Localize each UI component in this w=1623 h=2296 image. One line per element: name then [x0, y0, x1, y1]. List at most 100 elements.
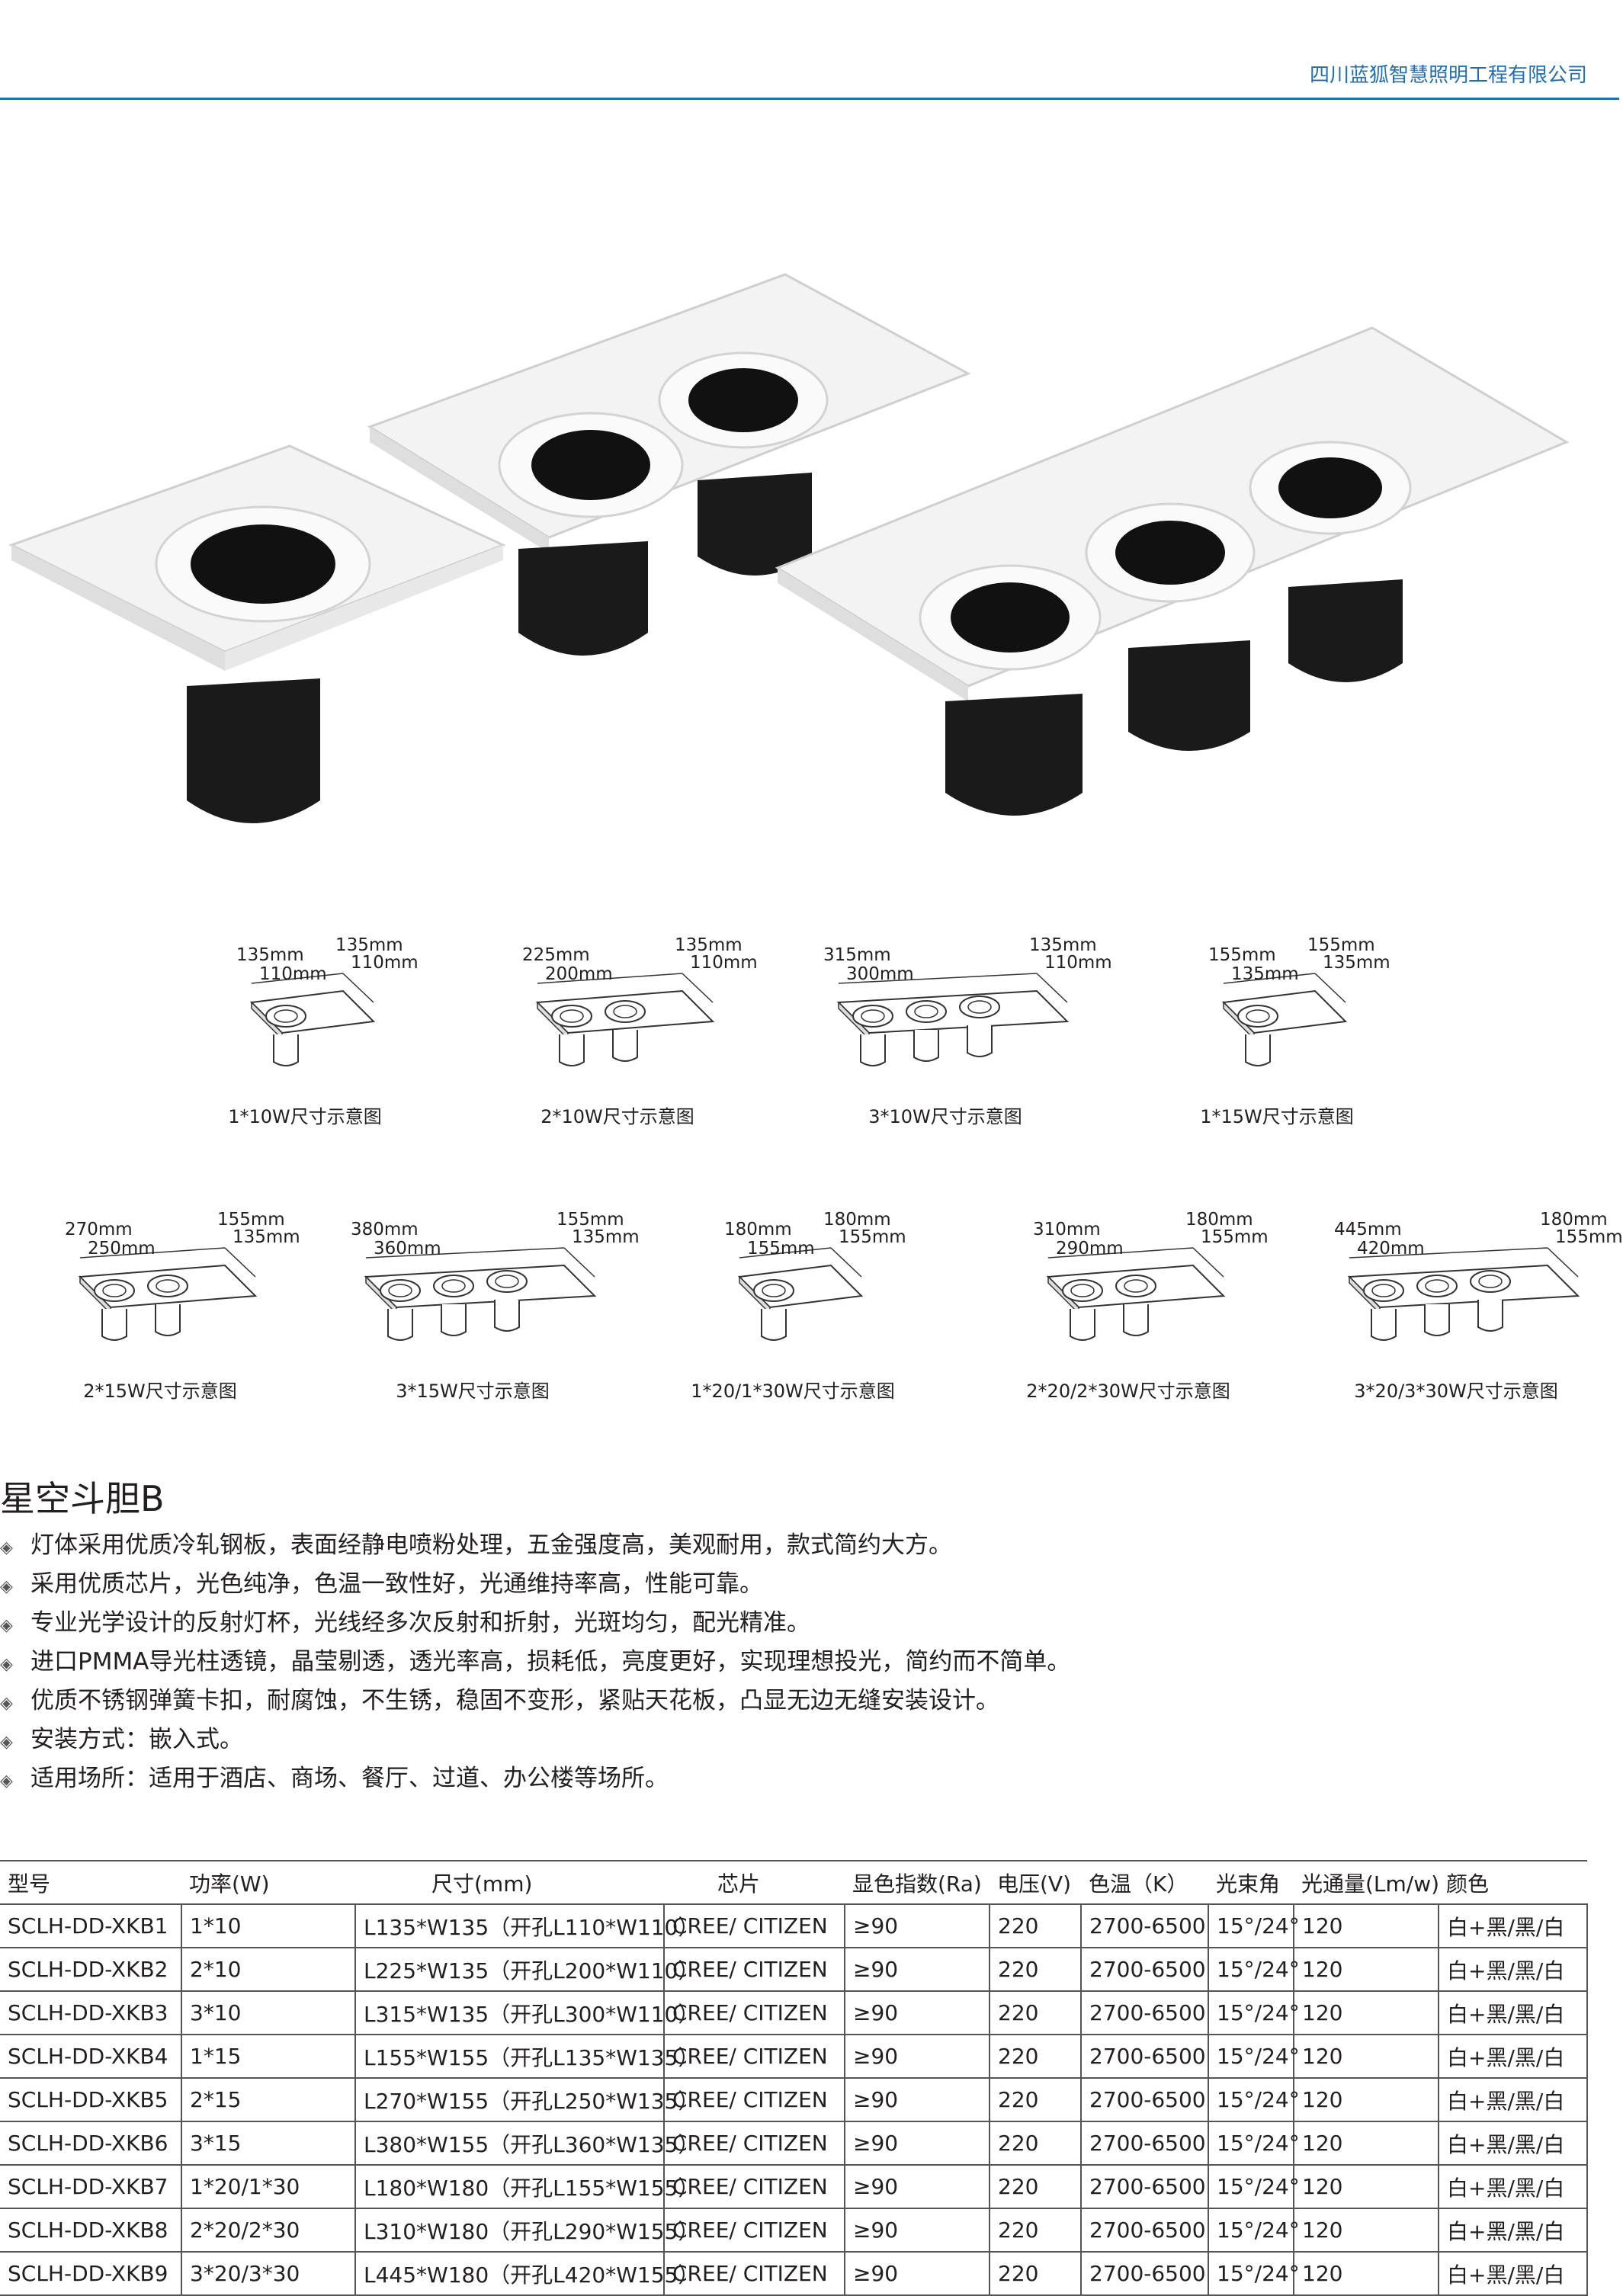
- table-cell: 120: [1293, 2121, 1439, 2166]
- dimension-label: 135mm: [572, 1227, 640, 1247]
- table-cell: 1*15: [181, 2034, 356, 2079]
- diamond-bullet-icon: ◈: [0, 1694, 13, 1713]
- table-cell: 白+黑/黑/白: [1438, 2164, 1588, 2209]
- table-cell: 120: [1293, 1947, 1439, 1992]
- table-cell: L135*W135（开孔L110*W110）: [354, 1903, 699, 1948]
- dimension-label: 155mm: [1555, 1227, 1623, 1247]
- feature-item: ◈灯体采用优质冷轧钢板，表面经静电喷粉处理，五金强度高，美观耐用，款式简约大方。: [0, 1526, 1070, 1565]
- table-cell: 2700-6500: [1080, 2121, 1209, 2166]
- feature-text: 优质不锈钢弹簧卡扣，耐腐蚀，不生锈，稳固不变形，紧贴天花板，凸显无边无缝安装设计…: [30, 1687, 999, 1714]
- table-cell: ≥90: [844, 2208, 990, 2253]
- dimension-label: 135mm: [1231, 964, 1299, 984]
- table-cell: 15°/24°: [1208, 1903, 1300, 1948]
- company-name: 四川蓝狐智慧照明工程有限公司: [1309, 64, 1587, 87]
- dimension-label: 135mm: [1323, 953, 1390, 973]
- table-cell: 白+黑/黑/白: [1438, 1903, 1588, 1948]
- table-cell: L380*W155（开孔L360*W135）: [354, 2121, 699, 2166]
- table-cell: 15°/24°: [1208, 1947, 1300, 1992]
- table-cell: 15°/24°: [1208, 2164, 1300, 2209]
- diagram-caption: 3*10W尺寸示意图: [868, 1106, 1022, 1127]
- diagram-caption: 1*20/1*30W尺寸示意图: [691, 1380, 895, 1402]
- table-cell: 1*20/1*30: [181, 2164, 356, 2209]
- dimension-label: 155mm: [217, 1210, 285, 1230]
- table-header-cell: 芯片: [664, 1860, 845, 1905]
- table-cell: SCLH-DD-XKB2: [0, 1947, 182, 1992]
- feature-item: ◈进口PMMA导光柱透镜，晶莹剔透，透光率高，损耗低，亮度更好，实现理想投光，简…: [0, 1643, 1070, 1682]
- diamond-bullet-icon: ◈: [0, 1577, 13, 1596]
- dimension-label: 110mm: [351, 953, 419, 973]
- feature-text: 专业光学设计的反射灯杯，光线经多次反射和折射，光斑均匀，配光精准。: [30, 1609, 810, 1637]
- table-cell: 2700-6500: [1080, 1903, 1209, 1948]
- table-header-cell: 显色指数(Ra): [845, 1860, 990, 1905]
- dimension-label: 180mm: [823, 1210, 891, 1230]
- table-cell: SCLH-DD-XKB8: [0, 2208, 182, 2253]
- table-cell: 2*15: [181, 2077, 356, 2122]
- table-cell: 120: [1293, 2077, 1439, 2122]
- table-cell: 白+黑/黑/白: [1438, 2121, 1588, 2166]
- spec-table: 型号功率(W)尺寸(mm)芯片显色指数(Ra)电压(V)色温（K）光束角光通量(…: [0, 1860, 1588, 2296]
- dimension-label: 155mm: [1201, 1227, 1269, 1247]
- feature-text: 适用场所：适用于酒店、商场、餐厅、过道、办公楼等场所。: [30, 1765, 669, 1792]
- dimension-label: 135mm: [335, 935, 403, 955]
- table-cell: 120: [1293, 1990, 1439, 2035]
- single-head-fixture: [8, 444, 506, 823]
- dimension-label: 290mm: [1056, 1239, 1124, 1259]
- triple-head-fixture: [775, 326, 1570, 816]
- dimension-label: 360mm: [374, 1239, 441, 1259]
- diamond-bullet-icon: ◈: [0, 1616, 13, 1635]
- dimension-label: 155mm: [557, 1210, 624, 1230]
- dimension-label: 315mm: [823, 945, 891, 965]
- dimension-label: 155mm: [1307, 935, 1375, 955]
- table-cell: CREE/ CITIZEN: [663, 2208, 845, 2253]
- dimension-label: 180mm: [724, 1220, 792, 1239]
- table-cell: CREE/ CITIZEN: [663, 2077, 845, 2122]
- table-cell: 2700-6500: [1080, 1990, 1209, 2035]
- table-cell: L315*W135（开孔L300*W110）: [354, 1990, 699, 2035]
- table-cell: 120: [1293, 2164, 1439, 2209]
- header-rule: [0, 98, 1619, 100]
- table-cell: 120: [1293, 2034, 1439, 2079]
- table-cell: L445*W180（开孔L420*W155）: [354, 2251, 699, 2296]
- dimension-label: 250mm: [88, 1239, 156, 1259]
- table-cell: 220: [989, 2034, 1082, 2079]
- diagram-caption: 3*15W尺寸示意图: [396, 1380, 550, 1402]
- table-cell: 2700-6500: [1080, 2077, 1209, 2122]
- table-cell: L225*W135（开孔L200*W110）: [354, 1947, 699, 1992]
- diagram-caption: 3*20/3*30W尺寸示意图: [1354, 1380, 1558, 1402]
- table-cell: 白+黑/黑/白: [1438, 1947, 1588, 1992]
- table-cell: CREE/ CITIZEN: [663, 2164, 845, 2209]
- table-cell: 白+黑/黑/白: [1438, 2077, 1588, 2122]
- feature-text: 安装方式：嵌入式。: [30, 1726, 243, 1753]
- diamond-bullet-icon: ◈: [0, 1733, 13, 1752]
- table-cell: ≥90: [844, 1947, 990, 1992]
- table-cell: L310*W180（开孔L290*W155）: [354, 2208, 699, 2253]
- table-cell: 15°/24°: [1208, 2208, 1300, 2253]
- table-cell: CREE/ CITIZEN: [663, 2034, 845, 2079]
- table-cell: 220: [989, 2208, 1082, 2253]
- table-header-cell: 色温（K）: [1081, 1860, 1208, 1905]
- table-cell: CREE/ CITIZEN: [663, 2251, 845, 2296]
- table-cell: SCLH-DD-XKB6: [0, 2121, 182, 2166]
- feature-text: 灯体采用优质冷轧钢板，表面经静电喷粉处理，五金强度高，美观耐用，款式简约大方。: [30, 1531, 952, 1559]
- dimension-label: 155mm: [839, 1227, 906, 1247]
- table-cell: L180*W180（开孔L155*W155）: [354, 2164, 699, 2209]
- table-cell: SCLH-DD-XKB4: [0, 2034, 182, 2079]
- dimension-label: 135mm: [675, 935, 743, 955]
- table-cell: CREE/ CITIZEN: [663, 2121, 845, 2166]
- table-cell: ≥90: [844, 2251, 990, 2296]
- table-cell: 220: [989, 2164, 1082, 2209]
- table-cell: CREE/ CITIZEN: [663, 1990, 845, 2035]
- table-cell: 220: [989, 1903, 1082, 1948]
- fixture-outline: [364, 1247, 597, 1341]
- product-title: 星空斗胆B: [0, 1478, 165, 1519]
- table-cell: 2700-6500: [1080, 2034, 1209, 2079]
- table-header-cell: 颜色: [1439, 1860, 1587, 1905]
- feature-text: 进口PMMA导光柱透镜，晶莹剔透，透光率高，损耗低，亮度更好，实现理想投光，简约…: [30, 1648, 1071, 1676]
